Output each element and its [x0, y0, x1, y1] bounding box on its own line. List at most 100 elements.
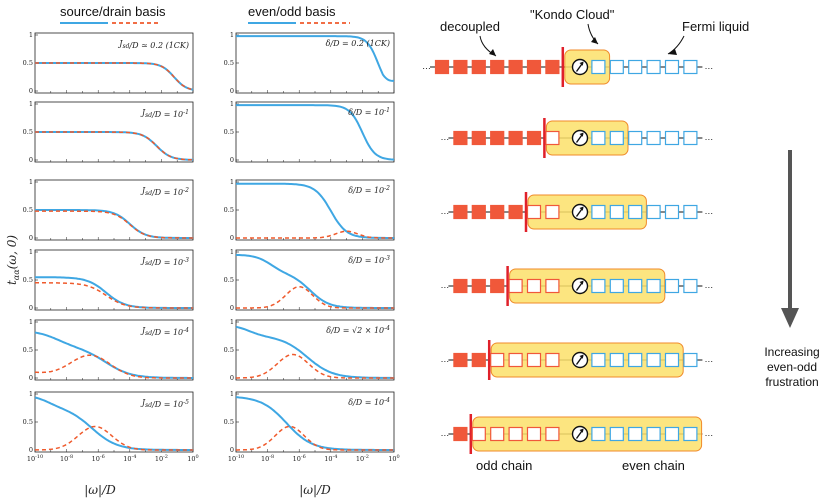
plot-frame [34, 391, 194, 453]
x-tick-label: 10-2 [155, 454, 168, 463]
header-source-drain: source/drain basis [60, 4, 166, 19]
y-tick-label: 0.5 [23, 346, 33, 354]
plot-panel-right-1: 00.51δ/D = 0.2 (1CK) [224, 31, 395, 95]
fermi-site [646, 204, 661, 220]
spin-arrow-head [579, 61, 584, 66]
curve-solid [236, 104, 395, 161]
fermi-site [591, 130, 606, 146]
plot-panel-right-5: 00.51δ/D = √2 × 10-4 [224, 318, 395, 382]
y-tick-label: 1 [29, 318, 33, 326]
x-tick-label: 10-8 [60, 454, 73, 463]
decoupled-site [453, 130, 468, 146]
arrow-fermi-head [668, 49, 677, 55]
y-tick-label: 0.5 [23, 206, 33, 214]
spin-arrow-head [579, 428, 584, 433]
y-tick-label: 0.5 [224, 346, 234, 354]
chain-ellipsis-left: … [440, 132, 449, 142]
fermi-site [609, 59, 624, 75]
chain-ellipsis-left: … [422, 61, 431, 71]
panel-label: δ/D = 10-2 [348, 185, 390, 195]
fermi-site [646, 130, 661, 146]
odd-site [526, 204, 542, 220]
curve-dashed [236, 425, 394, 451]
frustration-arrow-head [781, 308, 799, 328]
y-tick-label: 0 [29, 374, 33, 382]
x-tick-label: 10-2 [356, 454, 369, 463]
curve-dashed [35, 354, 193, 379]
odd-site [545, 426, 560, 442]
x-tick-label: 100 [187, 454, 198, 463]
curve-solid [236, 35, 395, 82]
y-tick-label: 0 [29, 87, 33, 95]
decoupled-site [508, 59, 523, 75]
fermi-site [664, 130, 680, 146]
arrow-decoupled-head [489, 49, 496, 56]
y-tick-label: 0.5 [224, 276, 234, 284]
spin-arrow-head [579, 280, 584, 285]
y-tick-label: 0.5 [23, 59, 33, 67]
fermi-site [609, 204, 624, 220]
fermi-site [664, 352, 680, 368]
odd-site [526, 426, 542, 442]
chain-row-3: …… [440, 192, 713, 232]
decoupled-site [526, 59, 542, 75]
side-note-line3: frustration [765, 375, 818, 389]
x-axis-label-right: |ω|/D [299, 483, 331, 497]
chain-row-5: …… [440, 340, 713, 380]
chain-row-2: …… [440, 118, 713, 158]
chain-row-6: …… [440, 414, 713, 454]
curve-solid [35, 209, 193, 239]
decoupled-site [434, 59, 450, 75]
chain-ellipsis-right: … [704, 354, 713, 364]
y-tick-label: 1 [29, 178, 33, 186]
decoupled-site [453, 426, 468, 442]
fermi-site [683, 59, 698, 75]
fermi-site [609, 278, 624, 294]
curve-dashed [236, 230, 394, 239]
x-tick-label: 10-10 [27, 454, 43, 463]
y-tick-label: 1 [230, 318, 234, 326]
y-tick-label: 0 [230, 156, 234, 164]
panel-label: δ/D = 10-1 [348, 107, 390, 117]
odd-site [545, 278, 560, 294]
curve-dashed [35, 282, 193, 309]
odd-site [490, 352, 505, 368]
y-tick-label: 1 [230, 31, 234, 39]
fermi-site [683, 278, 698, 294]
fermi-site [683, 352, 698, 368]
y-tick-label: 0.5 [224, 418, 234, 426]
decoupled-site [471, 278, 486, 294]
arrow-kondo-head [591, 37, 598, 44]
fermi-site [591, 426, 606, 442]
fermi-site [683, 204, 698, 220]
plot-panel-right-4: 00.51δ/D = 10-3 [224, 248, 395, 312]
fermi-site [664, 426, 680, 442]
curve-solid [34, 396, 193, 451]
odd-site [471, 426, 486, 442]
annotation-fermi-liquid: Fermi liquid [682, 19, 749, 34]
annotation-decoupled: decoupled [440, 19, 500, 34]
fermi-site [664, 204, 680, 220]
side-note-line1: Increasing [764, 345, 819, 359]
chain-ellipsis-left: … [440, 428, 449, 438]
side-note-line2: even-odd [767, 360, 817, 374]
fermi-site [664, 59, 680, 75]
odd-site [508, 426, 523, 442]
decoupled-site [508, 204, 523, 220]
decoupled-site [453, 204, 468, 220]
panel-label: Jsd/D = 10-4 [140, 326, 189, 337]
chain-diagrams: ……………………………… [422, 47, 713, 454]
odd-site [545, 130, 560, 146]
fermi-site [664, 278, 680, 294]
plot-panel-right-2: 00.51δ/D = 10-1 [224, 100, 395, 164]
y-tick-label: 0.5 [224, 128, 234, 136]
y-tick-label: 1 [29, 248, 33, 256]
fermi-site [591, 204, 606, 220]
curve-dashed [35, 62, 194, 91]
